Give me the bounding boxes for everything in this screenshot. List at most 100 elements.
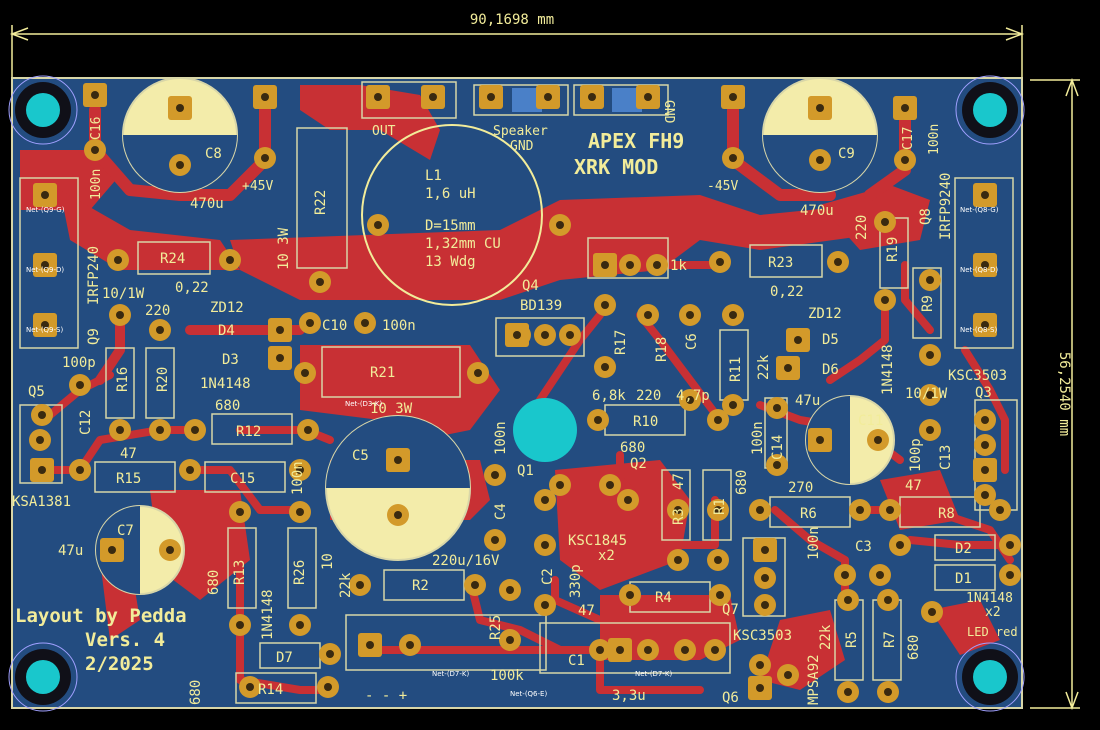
d6-ref: D6: [822, 362, 839, 378]
c12-ref: C12: [78, 410, 94, 435]
pad-drill: [711, 646, 719, 654]
d1-count: x2: [985, 605, 1001, 620]
silkscreen-text: APEX FH9 XRK MOD Layout by Pedda Vers. 4…: [12, 100, 1018, 706]
pad-drill: [544, 93, 552, 101]
pad-drill: [186, 466, 194, 474]
pad-drill: [981, 441, 989, 449]
pad-drill: [506, 586, 514, 594]
gnd-terminal-outline: [573, 84, 669, 116]
r3-value: 47: [671, 473, 687, 490]
r11-value: 22k: [756, 354, 772, 380]
speaker-label: Speaker: [493, 124, 548, 139]
net-q9-d: Net-(Q9-D): [26, 266, 64, 274]
pad-drill: [601, 301, 609, 309]
zd12-left: ZD12: [210, 300, 244, 316]
pad-drill: [716, 258, 724, 266]
net-d7-k-2: Net-(D7-K): [635, 670, 673, 678]
r23-value: 0,22: [770, 284, 804, 300]
pad-drill: [856, 506, 864, 514]
r21-value: 10 3W: [370, 401, 413, 417]
mounting-hole-bottom-right: [955, 642, 1025, 712]
net-q8-s: Net-(Q8-S): [960, 326, 997, 334]
l1-value: 1,6 uH: [425, 186, 476, 202]
pad-drill: [714, 556, 722, 564]
d6-type: 1N4148: [880, 344, 896, 395]
c8-value: 470u: [190, 196, 224, 212]
mounting-holes: [8, 75, 1025, 712]
pad-drill: [394, 511, 402, 519]
net-q8-g: Net-(Q8-G): [960, 206, 999, 214]
pad-drill: [1006, 571, 1014, 579]
c16-ref: C16: [89, 117, 104, 140]
c1-value: 3,3u: [612, 688, 646, 704]
c4-value: 100n: [493, 421, 509, 455]
q3-ref: Q3: [975, 385, 992, 401]
c5-ref: C5: [352, 448, 369, 464]
r23-body: [749, 244, 823, 278]
r5-value: 22k: [818, 624, 834, 650]
pad-drill: [729, 311, 737, 319]
r13-body: [227, 527, 257, 609]
c5-capacitor: [325, 415, 471, 561]
q8-body: [954, 177, 1014, 349]
pad-drill: [76, 381, 84, 389]
height-dimension-label: 56,2540 mm: [1056, 352, 1072, 436]
c11-value: 47u: [795, 393, 820, 409]
c11-ref: C11: [858, 413, 883, 429]
r12-body: [211, 413, 293, 445]
pad-drill: [886, 506, 894, 514]
d1-ref: D1: [955, 571, 972, 587]
r18-ref: R18: [654, 337, 670, 362]
pad-drill: [794, 336, 802, 344]
pad-drill: [876, 571, 884, 579]
pad-drill: [981, 466, 989, 474]
c10-ref: C10: [322, 318, 347, 334]
pad-drill: [116, 426, 124, 434]
pad-drill: [729, 154, 737, 162]
r16-body: [105, 347, 135, 419]
pad-drill: [226, 256, 234, 264]
pad-drill: [38, 466, 46, 474]
pad-drill: [176, 161, 184, 169]
r2-value: 22k: [338, 572, 354, 598]
pad-drill: [981, 191, 989, 199]
r25-ref: R25: [488, 615, 504, 640]
r23-ref: R23: [768, 255, 793, 271]
r6-value: 270: [788, 480, 813, 496]
pad-drill: [901, 156, 909, 164]
c17-ref: C17: [901, 127, 916, 150]
pad-drill: [487, 93, 495, 101]
q5-type: KSA1381: [12, 494, 71, 510]
r14-ref: R14: [258, 682, 283, 698]
pad-drill: [301, 369, 309, 377]
pad-drill: [626, 261, 634, 269]
pad-drill: [191, 426, 199, 434]
pad-drill: [356, 581, 364, 589]
pad-drill: [881, 296, 889, 304]
r24-body: [137, 241, 211, 275]
pad-drill: [296, 466, 304, 474]
pad-drill: [816, 436, 824, 444]
r22-value: 10 3W: [276, 227, 292, 270]
q8-type: IRFP9240: [938, 173, 954, 240]
pad-drill: [491, 471, 499, 479]
q4-body: [495, 317, 585, 357]
d1-type: 1N4148: [966, 591, 1013, 606]
pad-drill: [394, 456, 402, 464]
pad-drill: [176, 104, 184, 112]
pad-drill: [716, 591, 724, 599]
l1-inductor-outline: [361, 124, 543, 306]
c4-ref: C4: [493, 503, 509, 520]
speaker-terminal-outline: [473, 84, 569, 116]
pad-drill: [756, 661, 764, 669]
pad-drill: [601, 363, 609, 371]
r11-ref: R11: [728, 357, 744, 382]
r22-body: [296, 127, 348, 269]
pad-drill: [784, 364, 792, 372]
r8-ref: R8: [938, 506, 955, 522]
pad-drill: [541, 496, 549, 504]
l1-wire: 1,32mm CU: [425, 236, 501, 252]
d7-ref: D7: [276, 650, 293, 666]
r13-ref: R13: [232, 560, 248, 585]
pad-drill: [366, 641, 374, 649]
